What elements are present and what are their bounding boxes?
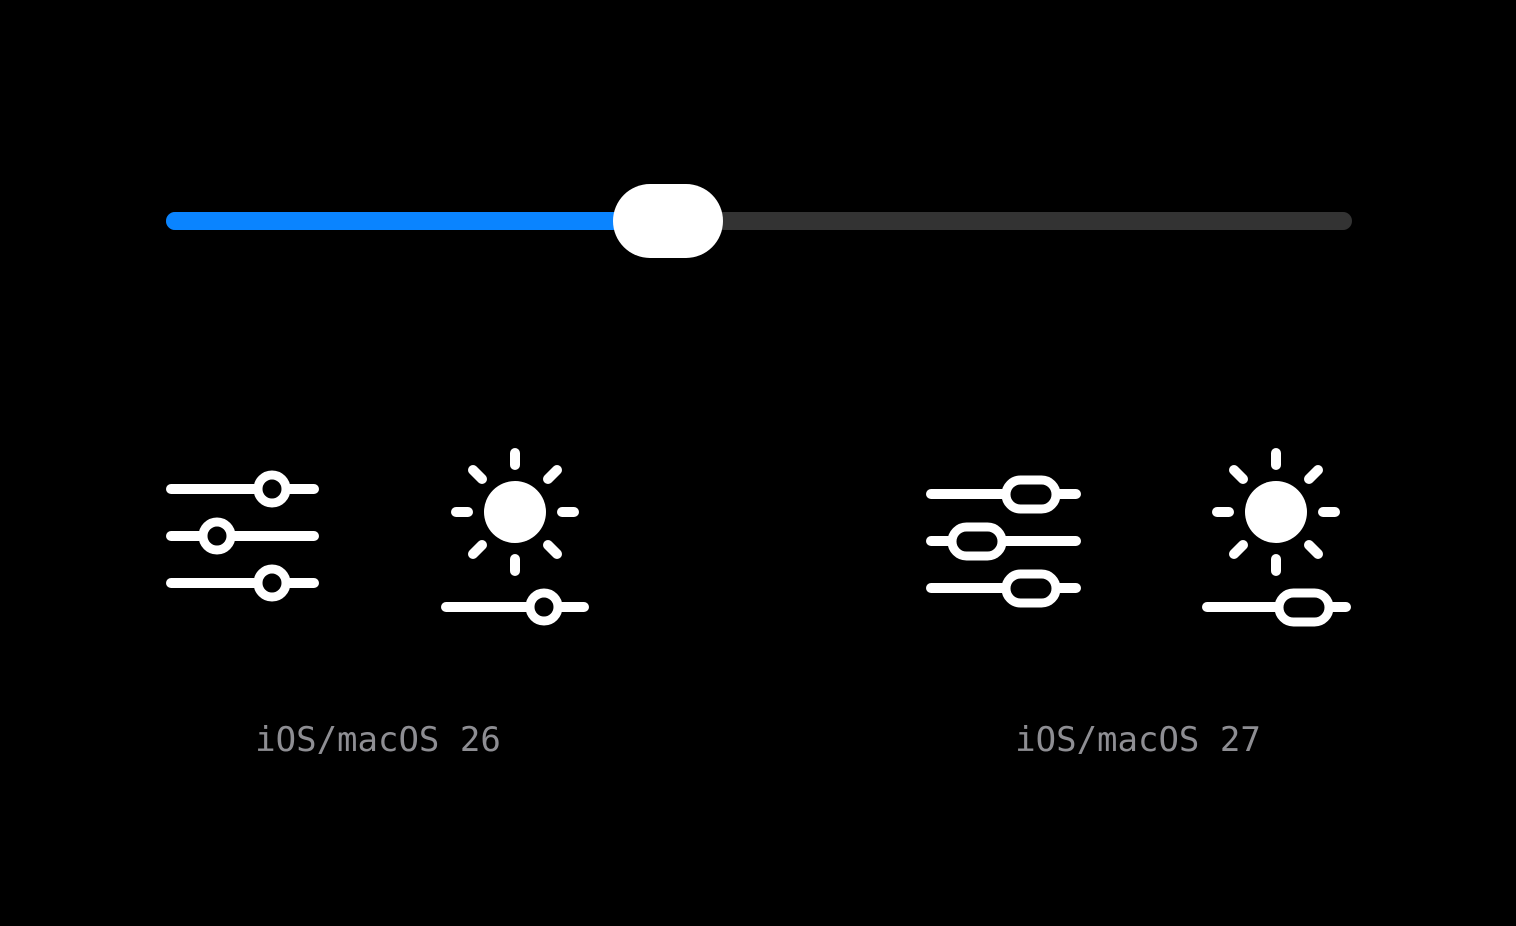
- brightness-slider-icon: [1202, 448, 1351, 627]
- caption-ios-macos-26: iOS/macOS 26: [255, 720, 501, 760]
- sliders-horizontal-icon: [166, 470, 319, 602]
- slider-thumb[interactable]: [612, 184, 723, 258]
- caption-ios-macos-27: iOS/macOS 27: [1015, 720, 1261, 760]
- brightness-slider-icon: [441, 448, 589, 626]
- sliders-horizontal-icon: [926, 475, 1081, 608]
- slider[interactable]: [166, 184, 1352, 258]
- slider-fill: [166, 212, 668, 230]
